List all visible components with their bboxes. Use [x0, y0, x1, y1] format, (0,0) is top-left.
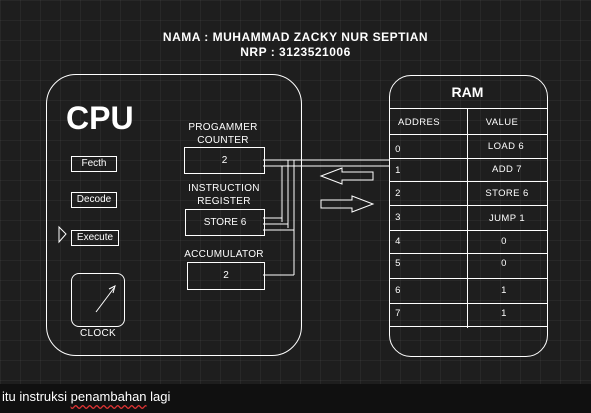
- ram-header-address: ADDRES: [398, 117, 440, 128]
- ram-addr-6: 6: [395, 285, 401, 296]
- ram-divider: [389, 230, 547, 231]
- footer-strip: [0, 384, 591, 413]
- ram-addr-4: 4: [395, 236, 401, 247]
- student-nrp: NRP : 3123521006: [240, 45, 351, 59]
- ram-addr-0: 0: [395, 144, 401, 155]
- ram-divider: [389, 205, 547, 206]
- cpu-block: [46, 74, 302, 356]
- diagram-lines: [58, 159, 389, 313]
- execute-step: Execute: [71, 230, 119, 246]
- ram-value-5: 0: [501, 258, 507, 269]
- ram-value-6: 1: [501, 285, 507, 296]
- ir-label-1: INSTRUCTION: [188, 183, 260, 194]
- diagram-canvas: [0, 0, 591, 384]
- pc-label-2: COUNTER: [197, 135, 249, 146]
- ram-divider: [389, 108, 547, 109]
- pc-label-1: PROGAMMER: [188, 122, 258, 133]
- instruction-register: STORE 6: [185, 209, 265, 236]
- ram-column-divider: [467, 108, 468, 328]
- decode-step: Decode: [71, 192, 117, 208]
- execute-pointer-icon: [58, 225, 67, 244]
- accumulator: 2: [187, 262, 265, 290]
- ram-value-4: 0: [501, 236, 507, 247]
- clock-box: [71, 273, 125, 327]
- student-name: NAMA : MUHAMMAD ZACKY NUR SEPTIAN: [162, 30, 429, 44]
- ir-label-2: REGISTER: [197, 196, 251, 207]
- footer-text-end: lagi: [146, 389, 171, 404]
- ram-divider: [389, 326, 547, 327]
- fetch-step: Fecth: [71, 156, 117, 172]
- ram-divider: [389, 181, 547, 182]
- read-arrow-icon: [319, 167, 374, 185]
- ram-divider: [389, 134, 547, 135]
- ram-addr-5: 5: [395, 258, 401, 269]
- write-arrow-icon: [320, 195, 375, 213]
- ram-value-3: JUMP 1: [488, 213, 525, 224]
- ram-value-0: LOAD 6: [487, 141, 525, 152]
- footer-misspelled-word: penambahan: [70, 389, 147, 404]
- clock-label: CLOCK: [80, 328, 116, 339]
- footer-text: itu instruksi penambahan lagi: [2, 389, 170, 404]
- clock-hand-tip: [108, 285, 116, 294]
- ram-addr-3: 3: [395, 212, 401, 223]
- ram-value-7: 1: [501, 308, 507, 319]
- ram-value-2: STORE 6: [485, 188, 529, 199]
- ram-addr-7: 7: [395, 308, 401, 319]
- ram-value-1: ADD 7: [492, 164, 522, 175]
- ram-header-value: VALUE: [485, 117, 519, 128]
- ram-block: [389, 75, 548, 357]
- ram-divider: [389, 253, 547, 254]
- ram-divider: [389, 158, 547, 159]
- ram-divider: [389, 303, 547, 304]
- clock-hand: [95, 287, 115, 313]
- acc-label: ACCUMULATOR: [184, 249, 264, 260]
- footer-text-start: itu instruksi: [2, 389, 71, 404]
- cpu-title: CPU: [66, 100, 134, 136]
- ram-divider: [389, 278, 547, 279]
- ram-addr-1: 1: [395, 165, 401, 176]
- ram-title: RAM: [451, 84, 484, 100]
- ram-addr-2: 2: [395, 188, 401, 199]
